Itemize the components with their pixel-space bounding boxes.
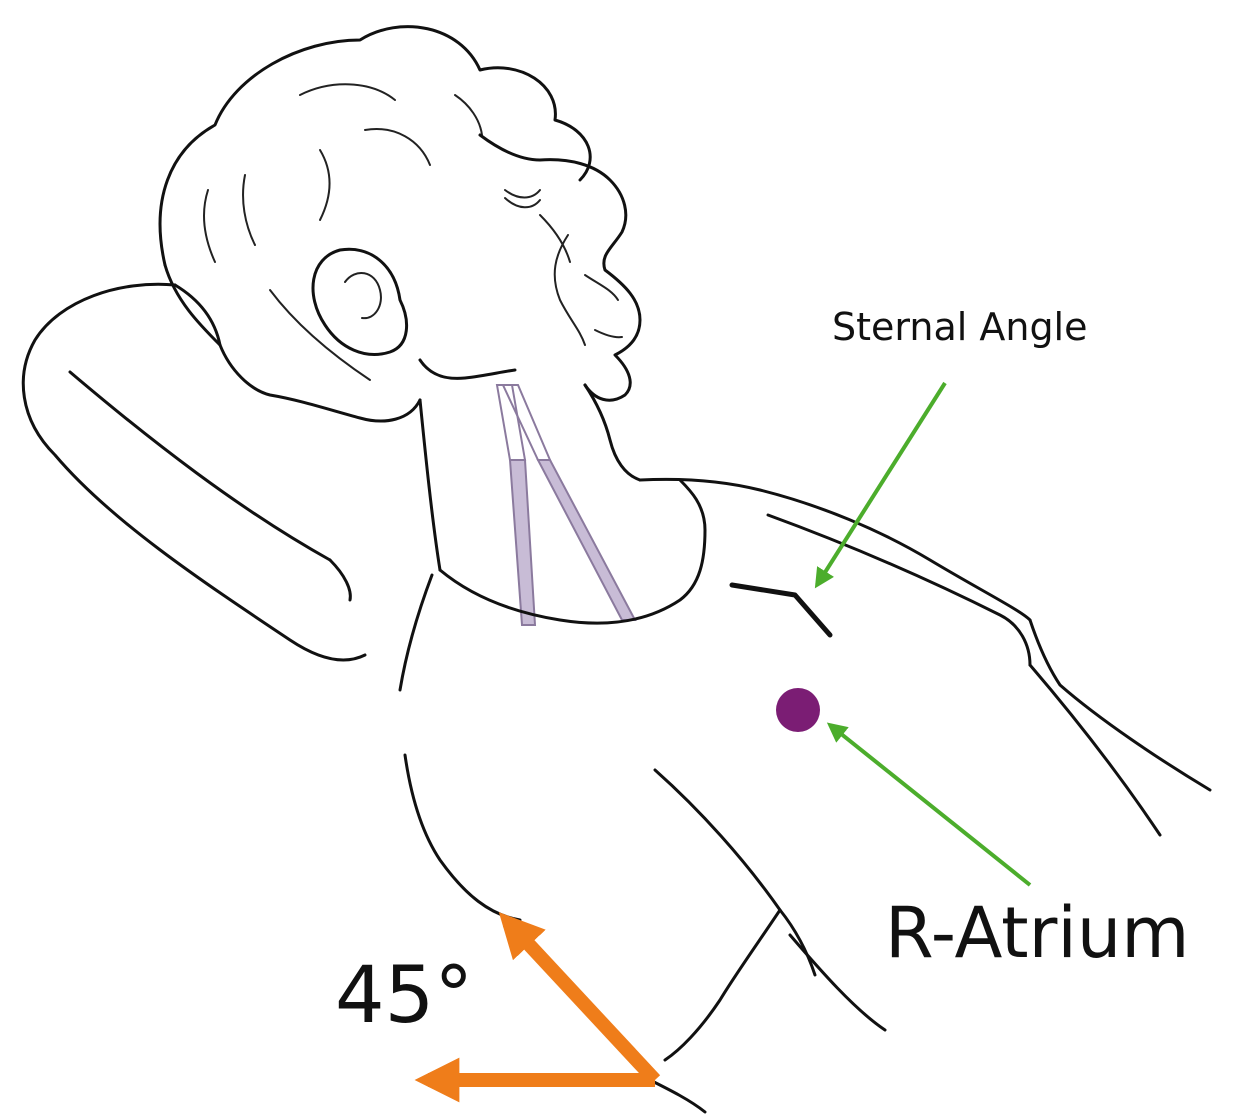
ear [313,249,407,354]
face [480,135,640,400]
sternal-angle-label: Sternal Angle [832,305,1088,349]
sternal-angle-pointer-arrow [817,383,945,585]
angle-label: 45° [335,951,473,1041]
r-atrium-label: R-Atrium [885,892,1189,974]
r-atrium-pointer-arrow [830,725,1030,885]
r-atrium-marker [776,688,820,732]
jugular-rods [497,385,635,625]
hair [160,27,590,421]
pillow [23,284,365,660]
sternal-angle-marker [732,585,830,635]
